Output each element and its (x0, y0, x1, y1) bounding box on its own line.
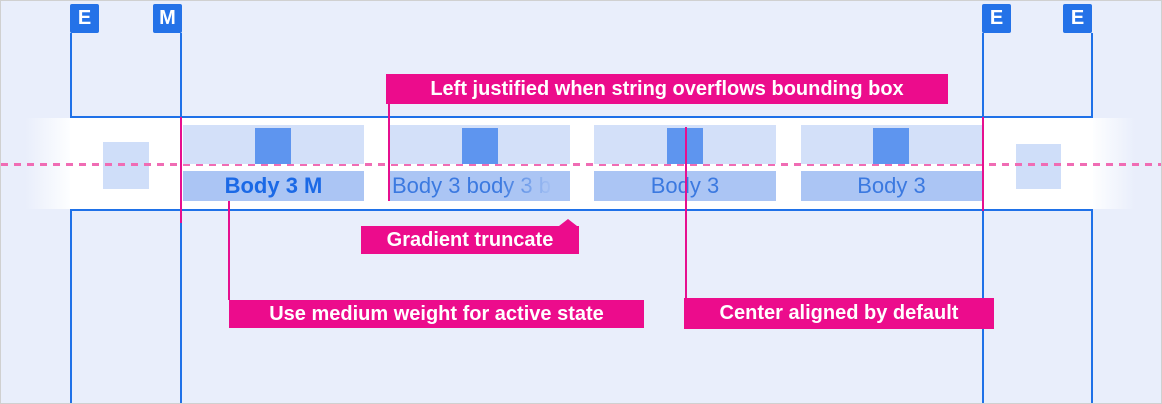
annotation-medium-weight: Use medium weight for active state (229, 300, 644, 328)
marker-edge-right: E (1063, 4, 1092, 33)
marker-margin-left: M (153, 4, 182, 33)
guide-line-right-margin (982, 33, 984, 403)
marker-margin-right: E (982, 4, 1011, 33)
margin-highlight-right (982, 117, 984, 211)
callout-arrow-up-icon (559, 219, 577, 226)
scroll-edge-tab-right (1016, 144, 1061, 189)
tab-label: Body 3 (801, 171, 982, 201)
tab-icon-placeholder (462, 128, 498, 164)
connector-medium-weight (228, 201, 230, 300)
guide-line-right-edge (1091, 33, 1093, 403)
connector-left-justified (388, 104, 390, 201)
connector-center-aligned (685, 127, 687, 299)
baseline-dashed-line (1, 163, 1161, 166)
annotation-center-aligned: Center aligned by default (684, 298, 994, 329)
annotation-left-justified: Left justified when string overflows bou… (386, 74, 948, 104)
annotation-gradient-truncate: Gradient truncate (361, 226, 579, 254)
margin-highlight-left (180, 117, 182, 223)
marker-edge-left: E (70, 4, 99, 33)
guide-line-left-edge (70, 33, 72, 403)
tab-label: Body 3 M (183, 171, 364, 201)
tab-icon-placeholder (873, 128, 909, 164)
gradient-truncate-overlay (500, 171, 570, 201)
tab-icon-placeholder (255, 128, 291, 164)
